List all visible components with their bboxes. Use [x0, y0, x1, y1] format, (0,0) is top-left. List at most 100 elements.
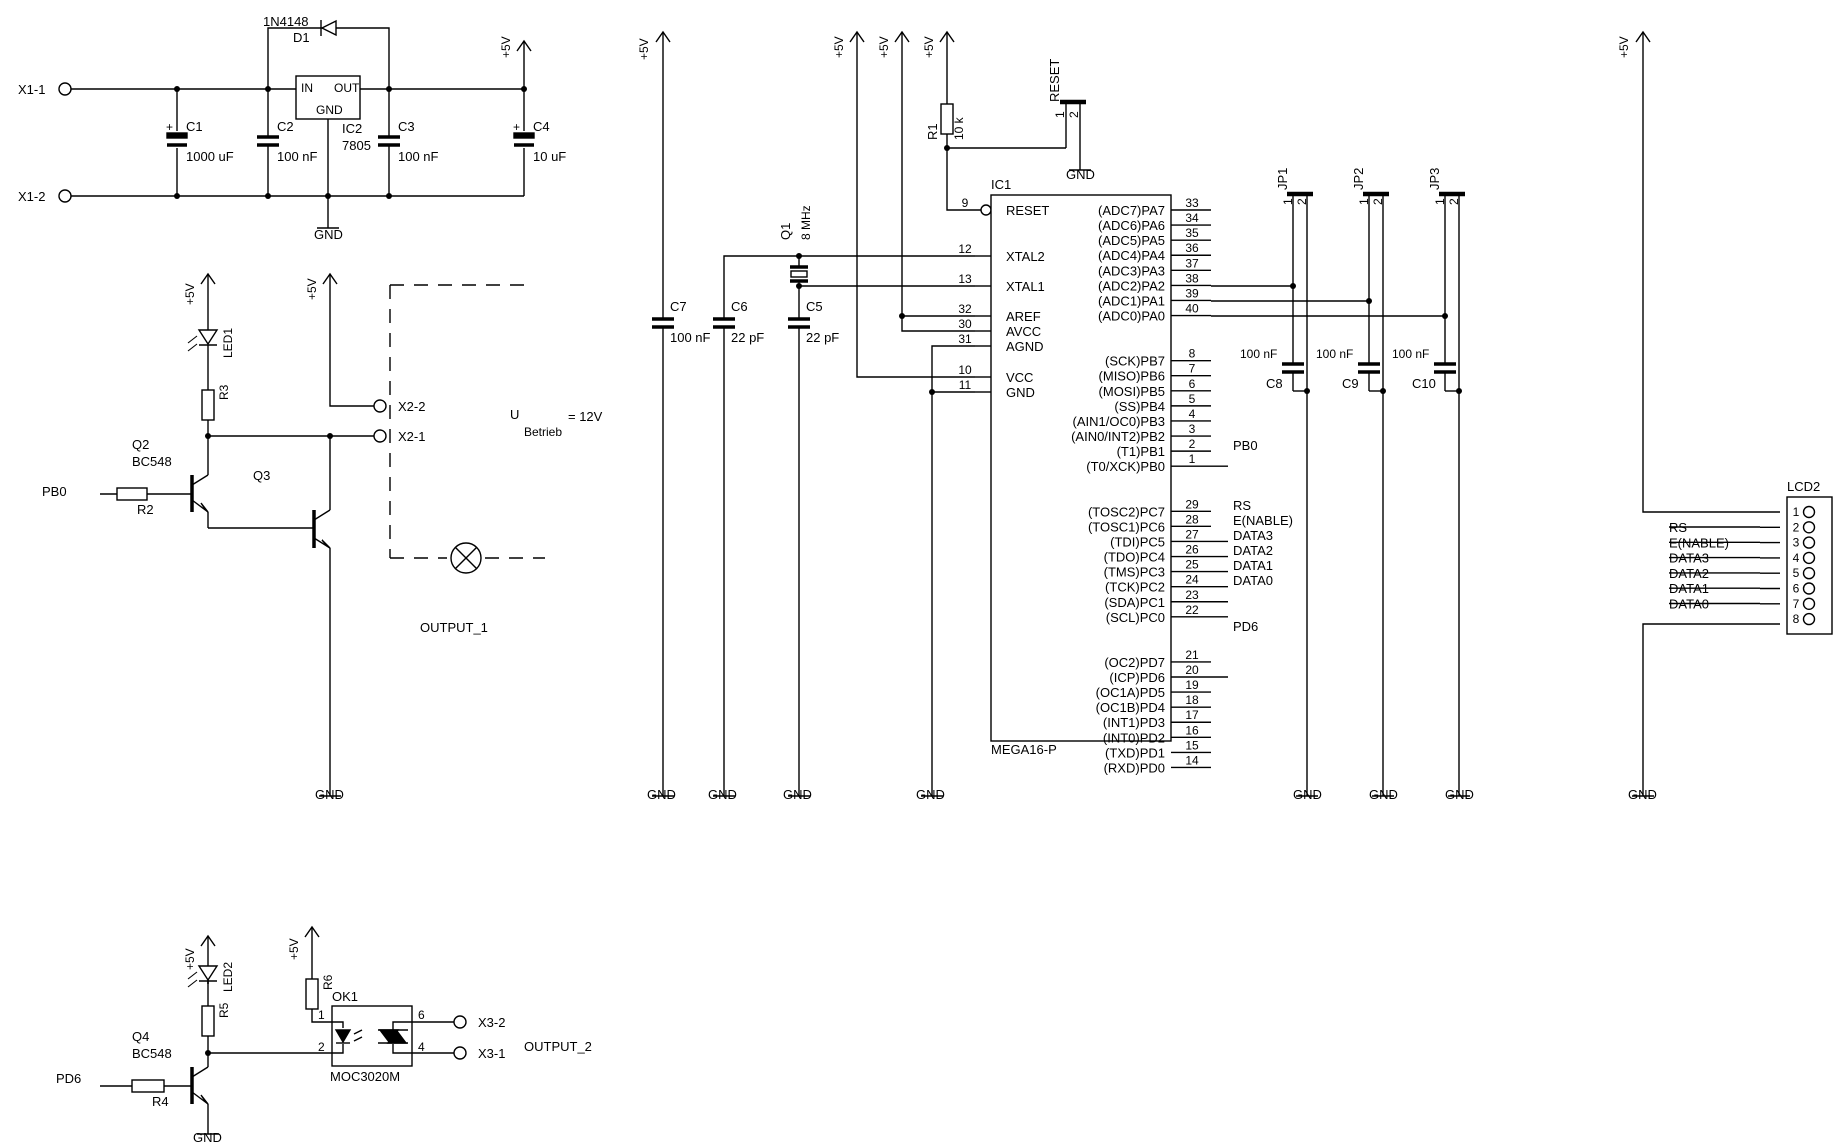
- terminal-x1-2[interactable]: [58, 189, 72, 203]
- ic1-pin-number: 2: [1189, 437, 1196, 451]
- lcd2-pin-1[interactable]: [1802, 505, 1816, 519]
- lcd2-pin-number: 3: [1793, 536, 1800, 550]
- ic1-pin-number: 29: [1185, 497, 1199, 511]
- jp1-ref: JP1: [1275, 168, 1290, 190]
- ic1-pin-label-xtal2: XTAL2: [1006, 249, 1045, 264]
- c10-value: 100 nF: [1392, 347, 1429, 361]
- svg-text:2: 2: [1295, 198, 1309, 205]
- svg-text:GND: GND: [708, 787, 737, 802]
- svg-text:GND: GND: [193, 1130, 222, 1144]
- terminal-x3-2[interactable]: [453, 1015, 467, 1029]
- ic1-pin-label: (TDI)PC5: [1110, 534, 1165, 549]
- mcu-section: +5V +5V GND +5V R1 10 k GND RESET 1 2: [832, 31, 1293, 802]
- svg-text:GND: GND: [1293, 787, 1322, 802]
- ic1-pin-label: (SCK)PB7: [1105, 354, 1165, 369]
- c8-ref: C8: [1266, 376, 1283, 391]
- ic1-pin-label: (MISO)PB6: [1099, 369, 1165, 384]
- lcd2-connector: [1786, 496, 1833, 635]
- c8-value: 100 nF: [1240, 347, 1277, 361]
- ic1-pin-number: 27: [1185, 527, 1199, 541]
- svg-text:+5V: +5V: [305, 278, 319, 300]
- svg-text:1: 1: [1281, 198, 1295, 205]
- c1-ref: C1: [186, 119, 203, 134]
- led2-ref: LED2: [221, 962, 235, 992]
- ic1-pin-number: 3: [1189, 422, 1196, 436]
- svg-text:+5V: +5V: [287, 938, 301, 960]
- ic1-pin-number: 21: [1185, 648, 1199, 662]
- c6-ref: C6: [731, 299, 748, 314]
- svg-text:1: 1: [1357, 198, 1371, 205]
- svg-text:GND: GND: [315, 787, 344, 802]
- r2-ref: R2: [137, 502, 154, 517]
- q1-ref: Q1: [778, 223, 793, 240]
- ic1-pin-number: 39: [1185, 286, 1199, 300]
- ok1-value: MOC3020M: [330, 1069, 400, 1084]
- svg-text:2: 2: [1447, 198, 1461, 205]
- ic1-pin-label: (SS)PB4: [1114, 399, 1165, 414]
- d1-value: 1N4148: [263, 14, 309, 29]
- c9-ref: C9: [1342, 376, 1359, 391]
- q3-ref: Q3: [253, 468, 270, 483]
- ic1-pin-number: 8: [1189, 347, 1196, 361]
- ic1-pin-label: (TCK)PC2: [1105, 580, 1165, 595]
- ic1-pin-label: (OC2)PD7: [1104, 655, 1165, 670]
- lcd2-pin-4[interactable]: [1802, 551, 1816, 565]
- lcd2-pin-2[interactable]: [1802, 521, 1816, 534]
- lcd2-pin-3[interactable]: [1802, 536, 1816, 549]
- label-x3-1: X3-1: [478, 1046, 505, 1061]
- output-2-label: OUTPUT_2: [524, 1039, 592, 1054]
- q1-value: 8 MHz: [799, 205, 813, 240]
- svg-text:GND: GND: [1369, 787, 1398, 802]
- lcd2-pin-5[interactable]: [1802, 567, 1816, 580]
- c6-value: 22 pF: [731, 330, 764, 345]
- ic1-pin-number: 18: [1185, 693, 1199, 707]
- lcd2-pin-6[interactable]: [1802, 582, 1816, 595]
- svg-text:OUT: OUT: [334, 81, 360, 95]
- svg-text:+5V: +5V: [1617, 36, 1631, 58]
- q4-ref: Q4: [132, 1029, 149, 1044]
- label-x3-2: X3-2: [478, 1015, 505, 1030]
- ic1-pin-number: 23: [1185, 588, 1199, 602]
- ic1-pin-number: 13: [958, 272, 972, 286]
- ic1-pin-label: (MOSI)PB5: [1099, 384, 1165, 399]
- label-x2-2: X2-2: [398, 399, 425, 414]
- r1-value: 10 k: [952, 116, 966, 140]
- svg-text:+5V: +5V: [637, 38, 651, 60]
- svg-text:+5V: +5V: [183, 283, 197, 305]
- c3-ref: C3: [398, 119, 415, 134]
- ic1-pin-number: 15: [1185, 738, 1199, 752]
- ic1-pin-number: 25: [1185, 558, 1199, 572]
- terminal-x3-1[interactable]: [453, 1046, 467, 1060]
- svg-text:IN: IN: [301, 81, 313, 95]
- lcd2-pin-8[interactable]: [1802, 612, 1816, 626]
- c7-value: 100 nF: [670, 330, 711, 345]
- label-x2-1: X2-1: [398, 429, 425, 444]
- ic1-pin-number: 5: [1189, 392, 1196, 406]
- lcd2-pin-7[interactable]: [1802, 597, 1816, 610]
- ic1-pin-label: (ADC1)PA1: [1098, 293, 1165, 308]
- ic1-pin-number: 34: [1185, 211, 1199, 225]
- ic1-pin-label-gnd: GND: [1006, 385, 1035, 400]
- ic1-pin-label: (ADC0)PA0: [1098, 309, 1165, 324]
- ic1-pin-label: (AIN1/OC0)PB3: [1073, 414, 1165, 429]
- c1-value: 1000 uF: [186, 149, 234, 164]
- c4-ref: C4: [533, 119, 550, 134]
- net-data1: DATA1: [1233, 558, 1273, 573]
- svg-text:+5V: +5V: [183, 948, 197, 970]
- svg-text:+5V: +5V: [832, 36, 846, 58]
- ic1-pin-number: 17: [1185, 708, 1199, 722]
- ic1-pin-number: 19: [1185, 678, 1199, 692]
- svg-text:6: 6: [418, 1008, 425, 1022]
- output-1-section: +5V LED1 R3 Q2 BC548 PB0 R2 Q3: [42, 273, 603, 802]
- c9-value: 100 nF: [1316, 347, 1353, 361]
- pb0-label: PB0: [42, 484, 67, 499]
- terminal-x2-1[interactable]: [373, 429, 387, 443]
- net-enable: E(NABLE): [1233, 513, 1293, 528]
- ic2-value: 7805: [342, 138, 371, 153]
- terminal-x2-2[interactable]: [373, 399, 387, 413]
- svg-text:+5V: +5V: [877, 36, 891, 58]
- svg-text:GND: GND: [1445, 787, 1474, 802]
- terminal-x1-1[interactable]: [58, 82, 72, 96]
